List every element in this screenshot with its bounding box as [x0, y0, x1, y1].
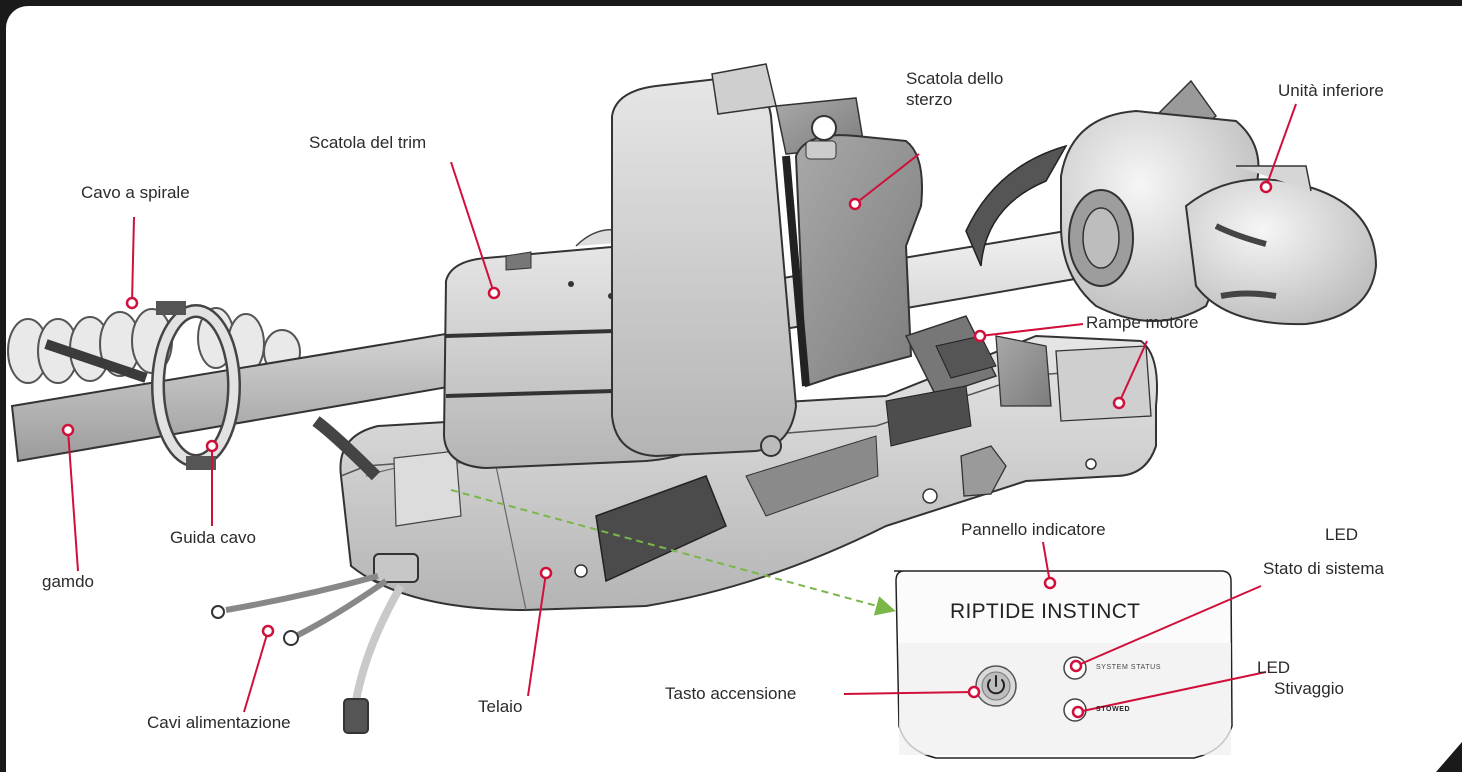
steering-housing: [611, 63, 998, 458]
label-pannello-indicatore: Pannello indicatore: [961, 520, 1106, 539]
label-gambo: gamdo: [42, 572, 94, 591]
label-scatola-sterzo-1: Scatola dello sterzo: [906, 68, 1003, 110]
label-cavo-spirale: Cavo a spirale: [81, 183, 190, 202]
indicator-panel: [894, 570, 1233, 759]
trim-cord: [312, 416, 381, 481]
label-cavi-alimentazione: Cavi alimentazione: [147, 713, 291, 732]
label-unita-inferiore: Unità inferiore: [1278, 81, 1384, 100]
corner-mark: [1436, 742, 1462, 772]
panel-arrow: [450, 489, 896, 616]
power-cables: [211, 553, 419, 734]
label-scatola-sterzo-line2: sterzo: [906, 90, 953, 109]
label-scatola-trim: Scatola del trim: [309, 133, 427, 152]
diagram-frame: Cavo a spirale Scatola del trim Scatola …: [6, 6, 1462, 772]
label-guida-cavo: Guida cavo: [170, 528, 256, 547]
power-icon: [987, 675, 1005, 695]
callouts: [67, 103, 1297, 713]
panel-title: RIPTIDE INSTINCT: [950, 600, 1141, 623]
panel-stowed-text: STOWED: [1096, 706, 1131, 713]
label-led-stivaggio-2: Stivaggio: [1274, 679, 1344, 698]
label-led-stivaggio-1: LED: [1257, 658, 1291, 677]
panel-system-status-text: SYSTEM STATUS: [1096, 664, 1162, 671]
cable-guide: [151, 301, 241, 470]
motor-illustration: [7, 63, 1462, 772]
label-telaio: Telaio: [478, 697, 523, 716]
label-led-stato-2: Stato di sistema: [1263, 559, 1384, 578]
label-scatola-sterzo-line1: Scatola dello: [906, 69, 1004, 88]
label-rampe-motore: Rampe motore: [1086, 313, 1199, 332]
label-led-stato-1: LED: [1325, 525, 1359, 544]
callout-dots: [61, 180, 1273, 719]
coil-connector: [44, 339, 148, 383]
label-tasto-accensione: Tasto accensione: [665, 684, 797, 703]
lower-unit: [965, 79, 1378, 326]
